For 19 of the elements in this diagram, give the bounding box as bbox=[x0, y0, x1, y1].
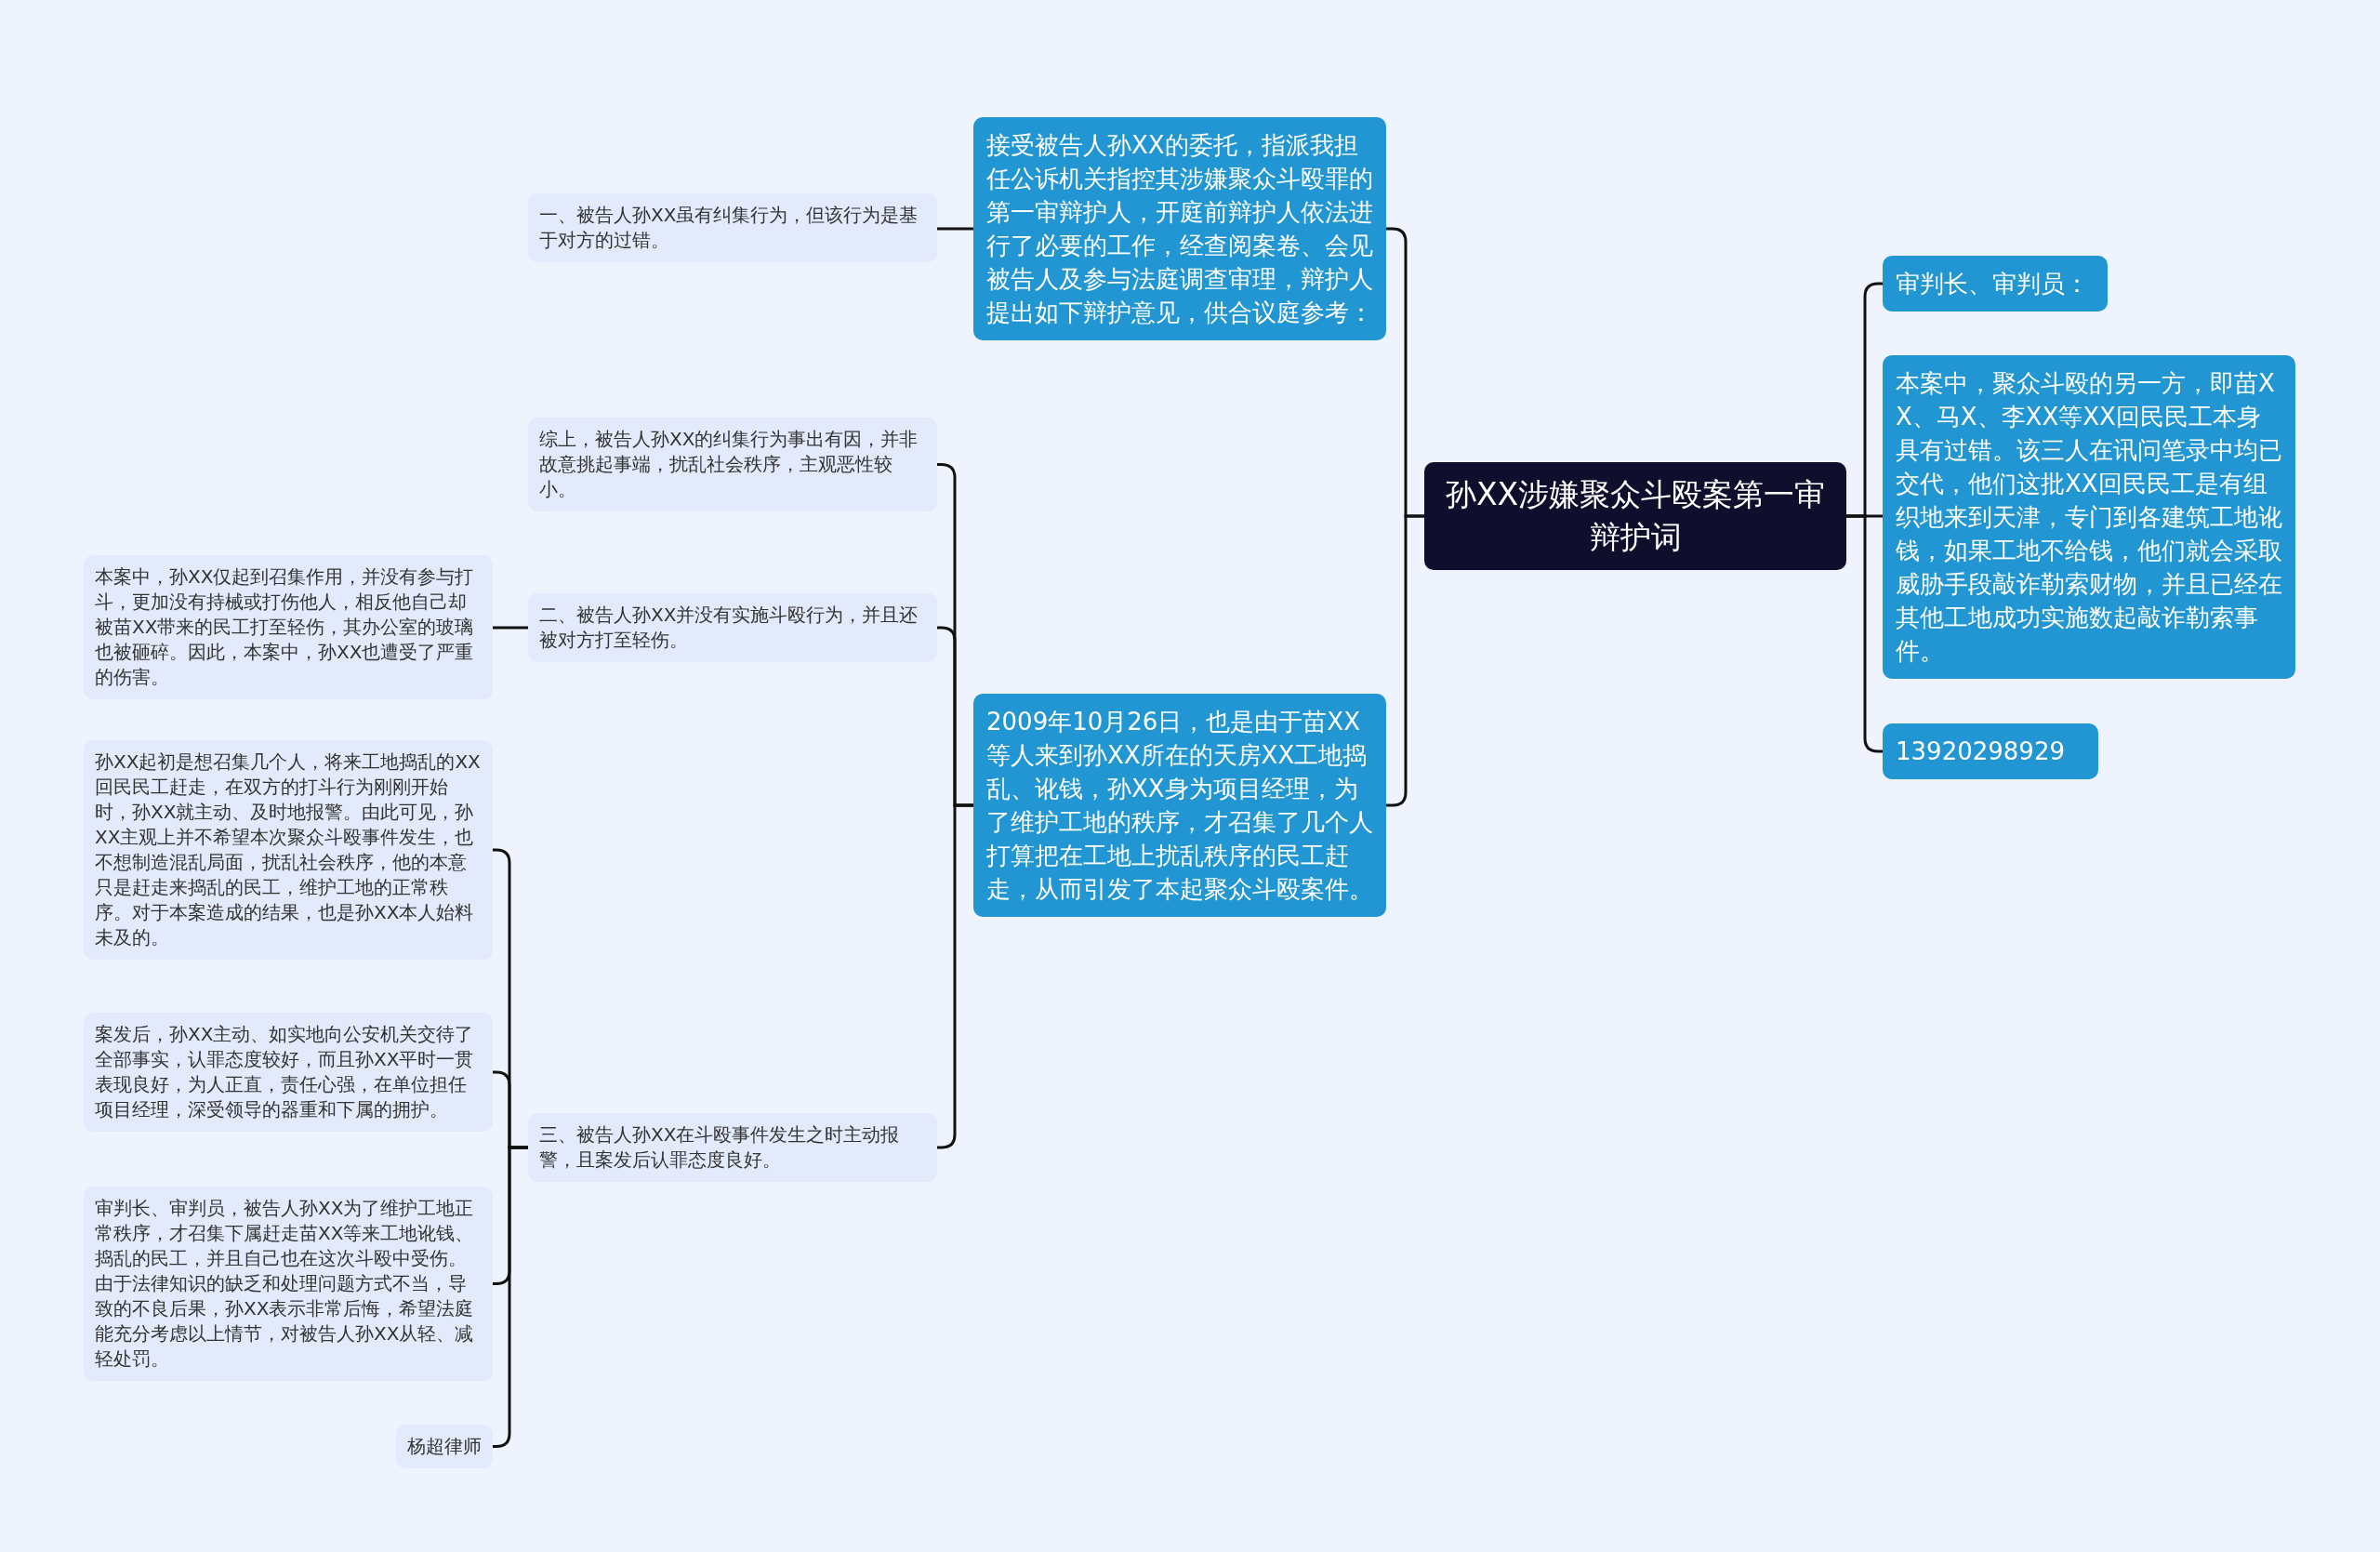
connector-line bbox=[937, 227, 973, 231]
subtopic-box: 杨超律师 bbox=[396, 1424, 493, 1468]
subtopic-box: 本案中，孙XX仅起到召集作用，并没有参与打斗，更加没有持械或打伤他人，相反他自己却被苗XX带来的民工打至轻伤，其办公室的玻璃也被砸碎。因此，本案中，孙XX也遭受了严重的伤害。 bbox=[84, 554, 493, 699]
topic-box: 接受被告人孙XX的委托，指派我担任公诉机关指控其涉嫌聚众斗殴罪的第一审辩护人，开庭前辩护人依法进行了必要的工作，经查阅案卷、会见被告人及参与法庭调查审理，辩护人提出如下辩护意见，供合议庭参考： bbox=[973, 117, 1386, 340]
subtopic-box: 孙XX起初是想召集几个人，将来工地捣乱的XX回民民工赶走，在双方的打斗行为刚刚开始时，孙XX就主动、及时地报警。由此可见，孙XX主观上并不希望本次聚众斗殴事件发生，也不想制造混乱局面，扰乱社会秩序，他的本意只是赶走来捣乱的民工，维护工地的正常秩序。对于本案造成的结果，也是孙XX本人始料未及的。 bbox=[84, 740, 493, 960]
subtopic-box: 三、被告人孙XX在斗殴事件发生之时主动报警，且案发后认罪态度良好。 bbox=[528, 1113, 937, 1182]
central-topic-box: 孙XX涉嫌聚众斗殴案第一审辩护词 bbox=[1424, 462, 1846, 570]
topic-box: 13920298929 bbox=[1883, 723, 2098, 779]
subtopic-box: 案发后，孙XX主动、如实地向公安机关交待了全部事实，认罪态度较好，而且孙XX平时一贯表现良好，为人正直，责任心强，在单位担任项目经理，深受领导的器重和下属的拥护。 bbox=[84, 1013, 493, 1132]
connector-line bbox=[1386, 514, 1424, 807]
subtopic-box: 综上，被告人孙XX的纠集行为事出有因，并非故意挑起事端，扰乱社会秩序，主观恶性较小。 bbox=[528, 417, 937, 511]
subtopic-box: 二、被告人孙XX并没有实施斗殴行为，并且还被对方打至轻伤。 bbox=[528, 593, 937, 662]
topic-box: 2009年10月26日，也是由于苗XX等人来到孙XX所在的天房XX工地捣乱、讹钱，孙XX身为项目经理，为了维护工地的秩序，才召集了几个人打算把在工地上扰乱秩序的民工赶走，从而引发了本起聚众斗殴案件。 bbox=[973, 694, 1386, 917]
topic-box: 审判长、审判员： bbox=[1883, 256, 2108, 312]
connector-line bbox=[1846, 514, 1883, 753]
subtopic-box: 一、被告人孙XX虽有纠集行为，但该行为是基于对方的过错。 bbox=[528, 193, 937, 262]
subtopic-box: 审判长、审判员，被告人孙XX为了维护工地正常秩序，才召集下属赶走苗XX等来工地讹钱、捣乱的民工，并且自己也在这次斗殴中受伤。由于法律知识的缺乏和处理问题方式不当，导致的不良后果，孙XX表示非常后悔，希望法庭能充分考虑以上情节，对被告人孙XX从轻、减轻处罚。 bbox=[84, 1186, 493, 1381]
connector-line bbox=[493, 626, 528, 630]
topic-box: 本案中，聚众斗殴的另一方，即苗XX、马X、李XX等XX回民民工本身具有过错。该三人在讯问笔录中均已交代，他们这批XX回民民工是有组织地来到天津，专门到各建筑工地讹钱，如果工地不给钱，他们就会采取威胁手段敲诈勒索财物，并且已经在其他工地成功实施数起敲诈勒索事件。 bbox=[1883, 355, 2295, 679]
